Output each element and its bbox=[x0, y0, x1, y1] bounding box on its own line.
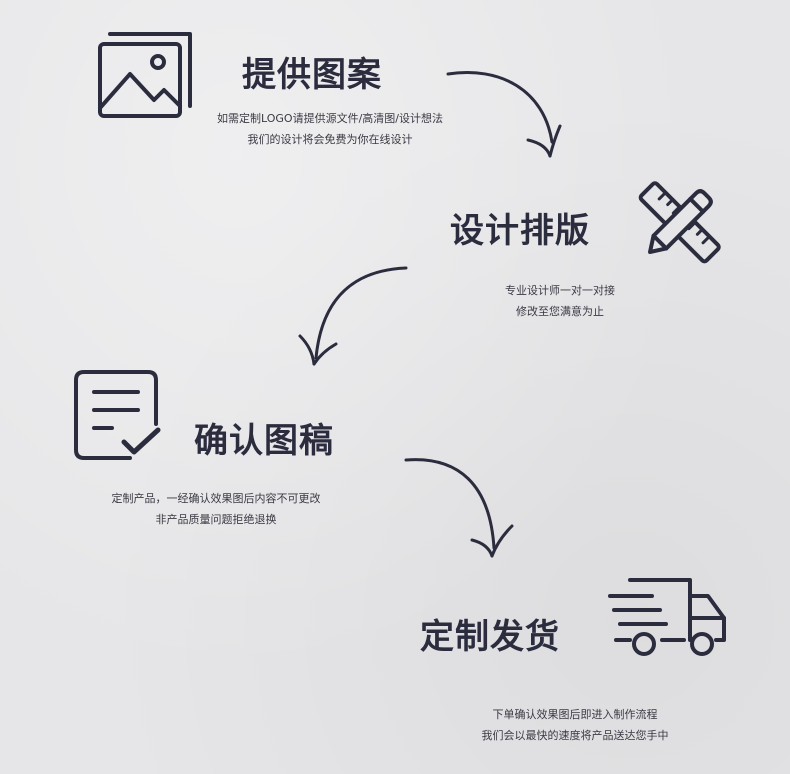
step-1-desc-line-2: 我们的设计将会免费为你在线设计 bbox=[247, 133, 413, 146]
pencil-ruler-icon bbox=[638, 181, 721, 264]
document-check-icon bbox=[74, 370, 161, 460]
step-2-description: 专业设计师一对一对接 修改至您满意为止 bbox=[470, 280, 650, 322]
step-3-desc-line-1: 定制产品，一经确认效果图后内容不可更改 bbox=[111, 492, 321, 505]
step-3-title: 确认图稿 bbox=[194, 421, 334, 461]
step-4-desc-line-1: 下单确认效果图后即进入制作流程 bbox=[492, 708, 658, 721]
arrow-2-icon bbox=[298, 266, 408, 366]
delivery-truck-icon bbox=[608, 578, 726, 656]
step-3-desc-line-2: 非产品质量问题拒绝退换 bbox=[155, 513, 277, 526]
arrow-3-icon bbox=[404, 458, 514, 558]
step-1-title: 提供图案 bbox=[242, 55, 382, 95]
step-2-desc-line-1: 专业设计师一对一对接 bbox=[505, 284, 615, 297]
step-4-desc-line-2: 我们会以最快的速度将产品送达您手中 bbox=[481, 729, 669, 742]
step-4-title: 定制发货 bbox=[420, 617, 560, 657]
step-4-description: 下单确认效果图后即进入制作流程 我们会以最快的速度将产品送达您手中 bbox=[440, 704, 710, 746]
step-3-description: 定制产品，一经确认效果图后内容不可更改 非产品质量问题拒绝退换 bbox=[86, 488, 346, 530]
step-2-desc-line-2: 修改至您满意为止 bbox=[516, 305, 604, 318]
step-2-title: 设计排版 bbox=[450, 211, 590, 251]
step-1-desc-line-1: 如需定制LOGO请提供源文件/高清图/设计想法 bbox=[217, 112, 443, 125]
step-1-description: 如需定制LOGO请提供源文件/高清图/设计想法 我们的设计将会免费为你在线设计 bbox=[190, 108, 470, 150]
arrow-1-icon bbox=[446, 71, 562, 158]
image-icon bbox=[98, 32, 192, 118]
